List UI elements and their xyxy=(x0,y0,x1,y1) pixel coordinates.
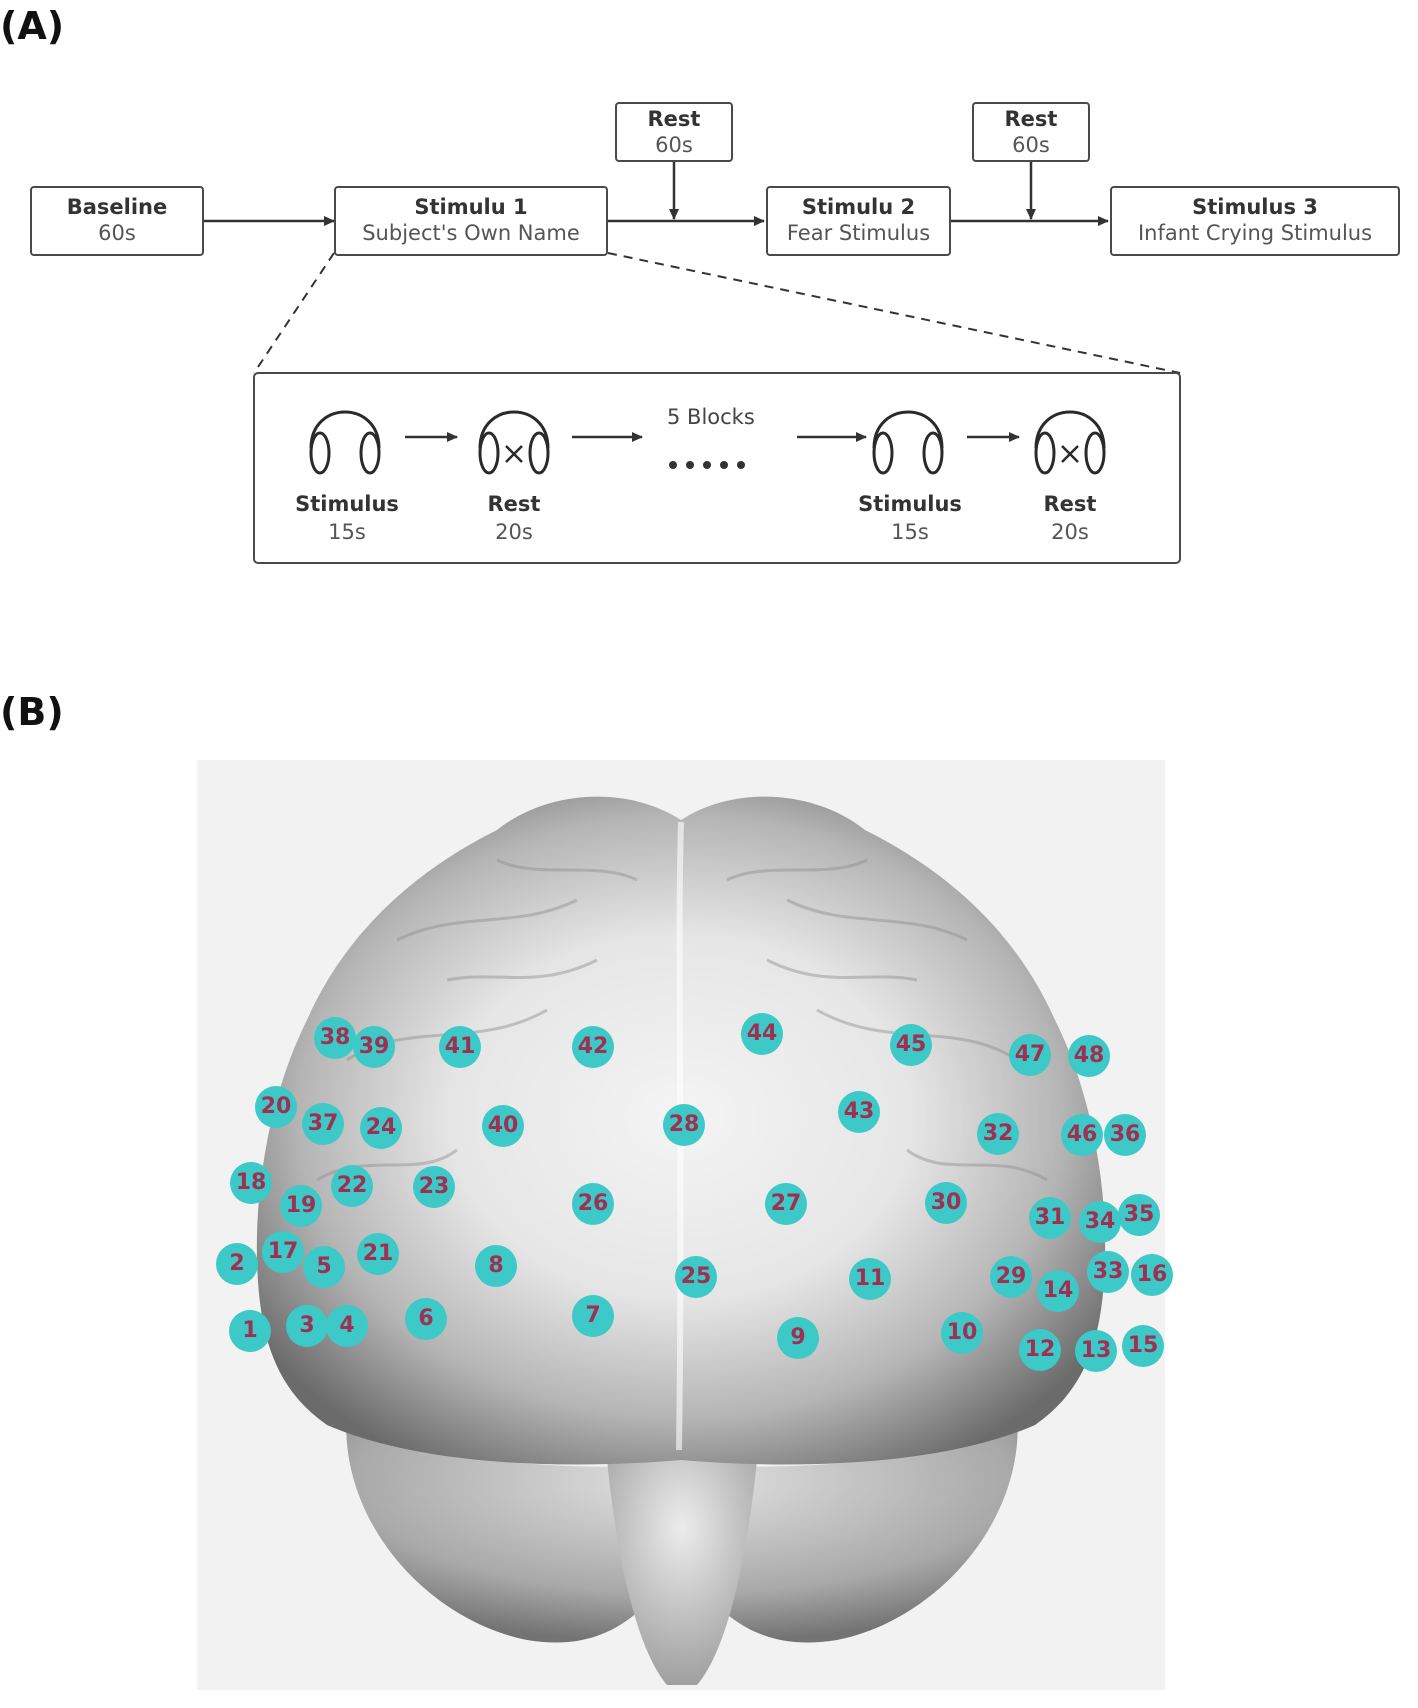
headphones-muted-icon xyxy=(478,410,550,475)
channel-marker: 23 xyxy=(413,1166,455,1208)
channel-marker: 10 xyxy=(941,1312,983,1354)
detail-caption-1: Stimulus 15s xyxy=(277,490,417,546)
blocks-label: 5 Blocks xyxy=(667,405,755,429)
channel-marker: 25 xyxy=(675,1256,717,1298)
detail-caption-title: Rest xyxy=(487,492,541,516)
detail-caption-title: Rest xyxy=(1043,492,1097,516)
channel-marker: 30 xyxy=(925,1182,967,1224)
baseline-box: Baseline 60s xyxy=(30,186,204,256)
stimulus-3-box: Stimulus 3 Infant Crying Stimulus xyxy=(1110,186,1400,256)
channel-marker: 35 xyxy=(1118,1194,1160,1236)
rest-1-title: Rest xyxy=(647,107,701,131)
channel-marker: 17 xyxy=(262,1231,304,1273)
stimulus-1-desc: Subject's Own Name xyxy=(362,221,580,245)
channel-marker: 2 xyxy=(216,1243,258,1285)
channel-marker: 44 xyxy=(741,1013,783,1055)
detail-caption-duration: 15s xyxy=(891,520,929,544)
stimulus-3-desc: Infant Crying Stimulus xyxy=(1137,221,1373,245)
channel-marker: 34 xyxy=(1079,1201,1121,1243)
headphones-icon xyxy=(309,410,381,475)
brain-stem xyxy=(607,1460,757,1685)
stimulus-3-title: Stimulus 3 xyxy=(1192,195,1318,219)
channel-marker: 24 xyxy=(360,1107,402,1149)
zoom-line-right xyxy=(607,252,1181,374)
channel-marker: 18 xyxy=(230,1162,272,1204)
channel-marker: 37 xyxy=(302,1103,344,1145)
channel-marker: 13 xyxy=(1075,1330,1117,1372)
channel-marker: 28 xyxy=(663,1104,705,1146)
detail-caption-duration: 15s xyxy=(328,520,366,544)
channel-marker: 32 xyxy=(977,1113,1019,1155)
detail-caption-duration: 20s xyxy=(495,520,533,544)
channel-marker: 48 xyxy=(1068,1035,1110,1077)
detail-caption-4: Rest 20s xyxy=(1000,490,1140,546)
channel-marker: 39 xyxy=(353,1026,395,1068)
channel-marker: 4 xyxy=(326,1305,368,1347)
channel-marker: 46 xyxy=(1061,1114,1103,1156)
baseline-title: Baseline xyxy=(66,195,168,219)
channel-marker: 19 xyxy=(280,1185,322,1227)
channel-marker: 42 xyxy=(572,1026,614,1068)
channel-marker: 15 xyxy=(1122,1325,1164,1367)
detail-box xyxy=(253,372,1181,564)
zoom-line-left xyxy=(253,252,335,374)
channel-marker: 9 xyxy=(777,1317,819,1359)
channel-marker: 31 xyxy=(1029,1197,1071,1239)
brain-midline xyxy=(676,821,684,1451)
panel-a-label: (A) xyxy=(0,4,65,48)
stimulus-2-title: Stimulu 2 xyxy=(801,195,916,219)
channel-marker: 47 xyxy=(1009,1034,1051,1076)
channel-marker: 7 xyxy=(572,1295,614,1337)
detail-caption-title: Stimulus xyxy=(858,492,962,516)
rest-2-duration: 60s xyxy=(1012,133,1050,157)
channel-marker: 6 xyxy=(405,1298,447,1340)
channel-marker: 29 xyxy=(990,1256,1032,1298)
channel-marker: 1 xyxy=(229,1310,271,1352)
channel-marker: 26 xyxy=(572,1183,614,1225)
channel-marker: 14 xyxy=(1037,1270,1079,1312)
channel-marker: 16 xyxy=(1131,1254,1173,1296)
channel-marker: 12 xyxy=(1019,1329,1061,1371)
channel-marker: 41 xyxy=(439,1026,481,1068)
stimulus-2-desc: Fear Stimulus xyxy=(786,221,931,245)
channel-marker: 43 xyxy=(838,1091,880,1133)
channel-marker: 38 xyxy=(314,1017,356,1059)
channel-marker: 11 xyxy=(849,1258,891,1300)
channel-marker: 20 xyxy=(255,1086,297,1128)
channel-marker: 21 xyxy=(357,1233,399,1275)
brain-illustration xyxy=(256,796,1106,1685)
stimulus-1-title: Stimulu 1 xyxy=(414,195,528,219)
panel-b-label: (B) xyxy=(0,690,64,734)
detail-caption-3: Stimulus 15s xyxy=(840,490,980,546)
detail-caption-2: Rest 20s xyxy=(444,490,584,546)
channel-marker: 8 xyxy=(475,1245,517,1287)
rest-2-box: Rest 60s xyxy=(972,102,1090,162)
rest-2-title: Rest xyxy=(1004,107,1058,131)
channel-marker: 40 xyxy=(482,1105,524,1147)
channel-marker: 36 xyxy=(1104,1114,1146,1156)
channel-marker: 33 xyxy=(1087,1251,1129,1293)
detail-caption-title: Stimulus xyxy=(295,492,399,516)
baseline-duration: 60s xyxy=(98,221,136,245)
channel-marker: 5 xyxy=(303,1246,345,1288)
stimulus-2-box: Stimulu 2 Fear Stimulus xyxy=(766,186,951,256)
channel-marker: 22 xyxy=(331,1165,373,1207)
headphones-muted-icon xyxy=(1034,410,1106,475)
rest-1-duration: 60s xyxy=(655,133,693,157)
flow-connectors xyxy=(204,162,1181,564)
channel-marker: 3 xyxy=(286,1305,328,1347)
headphones-icon xyxy=(872,410,944,475)
channel-marker: 27 xyxy=(765,1183,807,1225)
ellipsis-dots xyxy=(669,461,745,469)
rest-1-box: Rest 60s xyxy=(615,102,733,162)
detail-caption-duration: 20s xyxy=(1051,520,1089,544)
stimulus-1-box: Stimulu 1 Subject's Own Name xyxy=(334,186,608,256)
channel-marker: 45 xyxy=(890,1024,932,1066)
